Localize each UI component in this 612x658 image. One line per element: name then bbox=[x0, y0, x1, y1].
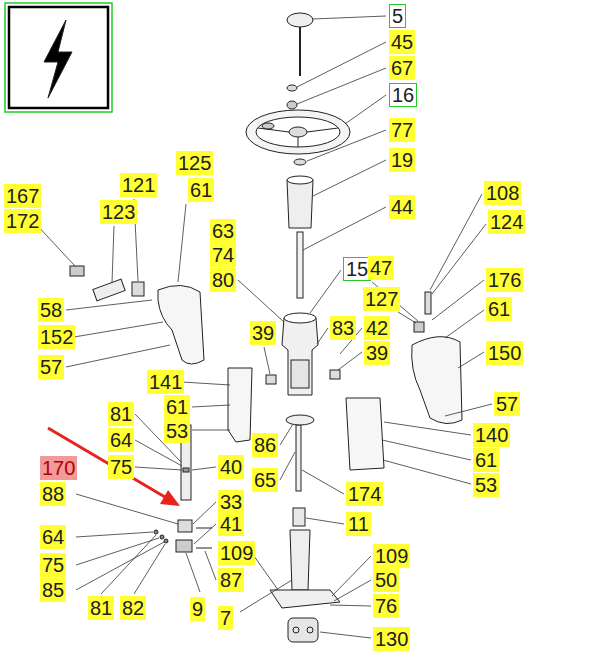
callout-number: 76 bbox=[373, 594, 399, 618]
callout-number: 61 bbox=[473, 448, 499, 472]
callout-number: 176 bbox=[486, 268, 523, 292]
callout-number: 174 bbox=[346, 482, 383, 506]
callout-number: 16 bbox=[389, 83, 417, 107]
callout-number: 83 bbox=[330, 316, 356, 340]
callout-number: 80 bbox=[210, 268, 236, 292]
callout-number: 130 bbox=[373, 627, 410, 651]
callout-number: 88 bbox=[40, 482, 66, 506]
callout-number: 81 bbox=[88, 596, 114, 620]
callout-number: 140 bbox=[473, 423, 510, 447]
callout-number: 141 bbox=[147, 370, 184, 394]
callout-number: 41 bbox=[218, 512, 244, 536]
callout-number: 64 bbox=[108, 428, 134, 452]
callout-number: 172 bbox=[4, 209, 41, 233]
callout-number: 127 bbox=[363, 287, 400, 311]
callout-number: 85 bbox=[40, 578, 66, 602]
callout-number: 81 bbox=[108, 402, 134, 426]
callout-number: 74 bbox=[210, 243, 236, 267]
callout-number: 7 bbox=[218, 606, 233, 630]
callout-number: 45 bbox=[389, 30, 415, 54]
callout-number: 50 bbox=[373, 568, 399, 592]
callout-number: 64 bbox=[40, 525, 66, 549]
callout-number: 11 bbox=[346, 512, 371, 536]
callout-number: 15 bbox=[343, 257, 371, 281]
callout-number: 109 bbox=[218, 541, 255, 565]
callout-number: 167 bbox=[4, 184, 41, 208]
callout-number: 125 bbox=[176, 151, 213, 175]
callout-number: 65 bbox=[252, 468, 278, 492]
lightning-symbol bbox=[44, 20, 72, 98]
callout-number: 75 bbox=[40, 553, 66, 577]
callout-number: 57 bbox=[494, 392, 520, 416]
callout-number: 123 bbox=[100, 200, 137, 224]
callout-number: 86 bbox=[252, 433, 278, 457]
callout-number: 87 bbox=[218, 568, 244, 592]
callout-number: 152 bbox=[38, 325, 75, 349]
callout-number: 150 bbox=[486, 341, 523, 365]
callout-number: 39 bbox=[364, 341, 390, 365]
callout-number: 108 bbox=[484, 181, 521, 205]
callout-number: 75 bbox=[108, 455, 134, 479]
callout-number: 82 bbox=[120, 596, 146, 620]
callout-number: 61 bbox=[188, 178, 214, 202]
callout-number: 9 bbox=[190, 597, 205, 621]
callout-number: 61 bbox=[164, 395, 190, 419]
callout-number: 53 bbox=[473, 473, 499, 497]
callout-number: 42 bbox=[364, 316, 390, 340]
icon-frame bbox=[5, 3, 112, 112]
callout-number: 47 bbox=[368, 256, 394, 280]
callout-number: 44 bbox=[389, 195, 415, 219]
icon-box bbox=[9, 7, 108, 108]
callout-number: 33 bbox=[218, 490, 244, 514]
callout-number: 19 bbox=[389, 148, 415, 172]
callout-number: 124 bbox=[488, 210, 525, 234]
callout-number: 5 bbox=[389, 4, 406, 28]
leader-lines bbox=[34, 16, 492, 638]
callout-number: 61 bbox=[486, 297, 512, 321]
callout-number: 40 bbox=[218, 455, 244, 479]
callout-number: 170 bbox=[40, 456, 77, 480]
callout-number: 53 bbox=[164, 419, 190, 443]
callout-number: 58 bbox=[38, 298, 64, 322]
callout-number: 121 bbox=[120, 173, 157, 197]
callout-number: 57 bbox=[38, 355, 64, 379]
callout-number: 109 bbox=[373, 544, 410, 568]
callout-number: 67 bbox=[389, 56, 415, 80]
callout-number: 39 bbox=[250, 321, 276, 345]
callout-number: 77 bbox=[389, 118, 415, 142]
callout-number: 63 bbox=[210, 219, 236, 243]
